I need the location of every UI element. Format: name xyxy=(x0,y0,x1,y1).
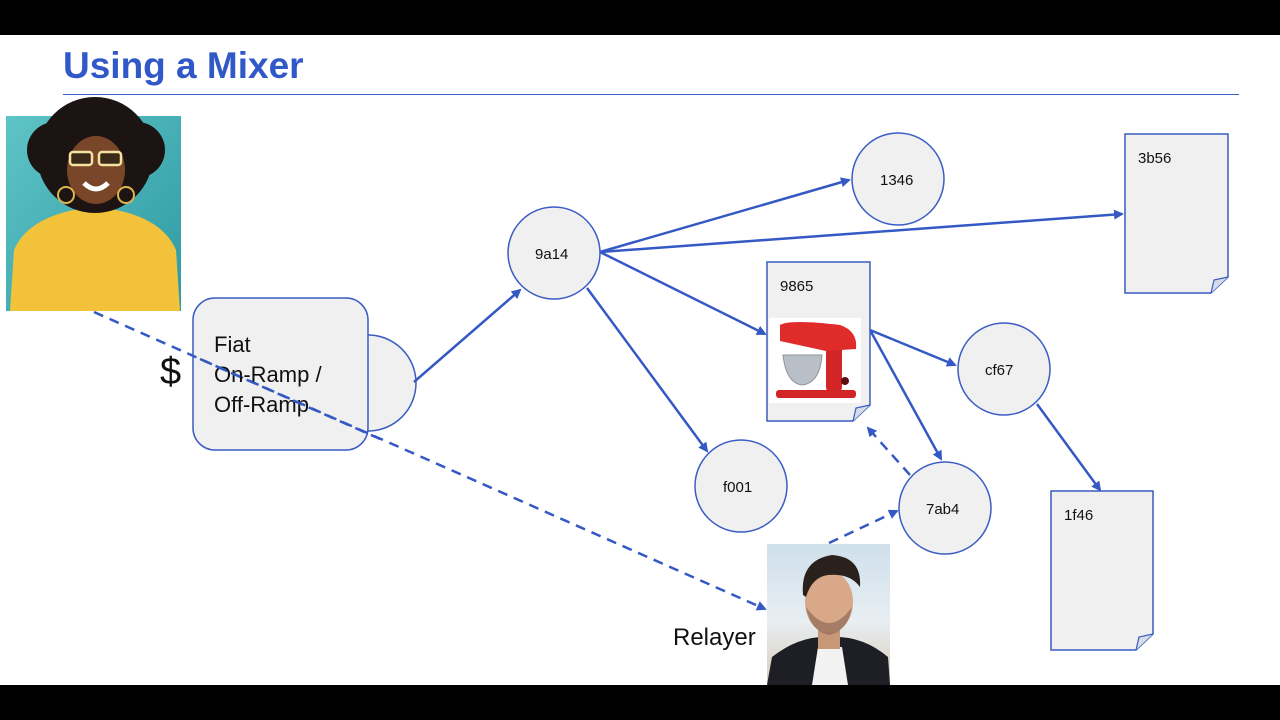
node-1346: 1346 xyxy=(851,132,945,226)
arrow-9a14-to-f001 xyxy=(585,287,709,453)
node-f001-label: f001 xyxy=(723,479,752,496)
arrow-9865-to-cf67 xyxy=(869,328,957,367)
dashed-user-to-relayer xyxy=(93,310,767,611)
doc-3b56-label: 3b56 xyxy=(1138,150,1171,167)
slide-title: Using a Mixer xyxy=(63,45,304,86)
dashed-7ab4-to-9865 xyxy=(866,426,911,476)
dollar-sign: $ xyxy=(160,351,182,393)
node-7ab4: 7ab4 xyxy=(898,461,992,555)
relayer-photo xyxy=(767,544,890,685)
doc-1f46-label: 1f46 xyxy=(1064,507,1093,524)
doc-9865-label: 9865 xyxy=(780,278,813,295)
node-9a14: 9a14 xyxy=(507,206,601,300)
node-9a14-label: 9a14 xyxy=(535,246,568,263)
user-photo xyxy=(6,97,181,311)
mixer-diagram: 9a14 1346 f001 cf67 7ab4 3b56 9865 xyxy=(6,97,1229,685)
arrow-ramp-to-9a14 xyxy=(413,288,522,383)
doc-1f46: 1f46 xyxy=(1050,490,1154,651)
title-divider xyxy=(63,94,1239,95)
arrow-9a14-to-1346 xyxy=(599,177,851,254)
node-cf67: cf67 xyxy=(957,322,1051,416)
slide: Using a Mixer xyxy=(0,35,1280,685)
doc-9865: 9865 xyxy=(766,261,871,422)
fiat-ramp-label: Fiat On-Ramp / Off-Ramp xyxy=(214,332,322,417)
arrow-9a14-to-3b56 xyxy=(599,209,1124,254)
arrow-9a14-to-9865 xyxy=(599,250,767,336)
node-f001: f001 xyxy=(694,439,788,533)
node-1346-label: 1346 xyxy=(880,172,913,189)
arrow-9865-to-7ab4 xyxy=(868,329,943,461)
node-cf67-label: cf67 xyxy=(985,362,1013,379)
stand-mixer-image xyxy=(769,318,861,403)
relayer-label: Relayer xyxy=(673,624,756,651)
dashed-relayer-to-7ab4 xyxy=(828,509,899,545)
arrow-cf67-to-1f46 xyxy=(1035,403,1102,492)
solid-arrows xyxy=(413,177,1124,492)
node-7ab4-label: 7ab4 xyxy=(926,501,959,518)
doc-3b56: 3b56 xyxy=(1124,133,1229,294)
